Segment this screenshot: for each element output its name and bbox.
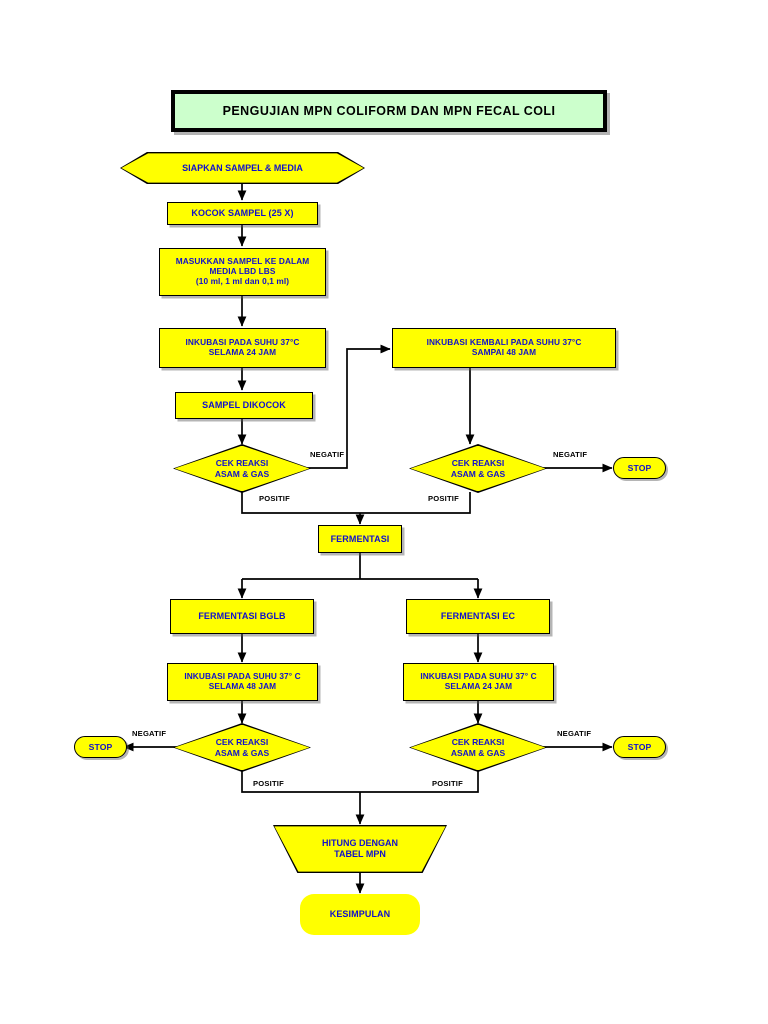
node-masukkan-sampel-media[interactable]: MASUKKAN SAMPEL KE DALAM MEDIA LBD LBS (…: [159, 248, 326, 296]
node-label: FERMENTASI EC: [440, 611, 516, 622]
node-inkubasi-24-jam[interactable]: INKUBASI PADA SUHU 37°C SELAMA 24 JAM: [159, 328, 326, 368]
node-label-line2: ASAM & GAS: [214, 468, 270, 479]
node-face: CEK REAKSI ASAM & GAS: [410, 724, 546, 771]
diagram-title-text: PENGUJIAN MPN COLIFORM DAN MPN FECAL COL…: [222, 104, 556, 118]
node-kocok-sampel[interactable]: KOCOK SAMPEL (25 X): [167, 202, 318, 225]
node-hitung-tabel-mpn[interactable]: HITUNG DENGAN TABEL MPN: [273, 825, 447, 873]
node-label: SAMPEL DIKOCOK: [202, 400, 286, 411]
node-label: KOCOK SAMPEL (25 X): [191, 208, 294, 219]
node-fermentasi[interactable]: FERMENTASI: [318, 525, 402, 553]
node-face: CEK REAKSI ASAM & GAS: [174, 445, 310, 492]
node-label-line2: TABEL MPN: [334, 849, 386, 859]
node-label: FERMENTASI BGLB: [198, 611, 286, 622]
node-label-line2: ASAM & GAS: [450, 747, 506, 758]
node-fermentasi-ec[interactable]: FERMENTASI EC: [406, 599, 550, 634]
node-label-line2: ASAM & GAS: [214, 747, 270, 758]
edge-label-check3-negatif: NEGATIF: [132, 729, 167, 738]
node-face: CEK REAKSI ASAM & GAS: [410, 445, 546, 492]
node-face: CEK REAKSI ASAM & GAS: [174, 724, 310, 771]
node-label-line1: CEK REAKSI: [215, 458, 269, 469]
node-label-line1: INKUBASI KEMBALI PADA SUHU 37°C: [426, 337, 582, 348]
node-label: CEK REAKSI ASAM & GAS: [451, 737, 505, 757]
node-face: HITUNG DENGAN TABEL MPN: [274, 826, 446, 872]
node-label: SIAPKAN SAMPEL & MEDIA: [182, 163, 303, 173]
node-label-line1: CEK REAKSI: [451, 737, 505, 748]
node-cek-reaksi-3[interactable]: CEK REAKSI ASAM & GAS: [173, 723, 311, 772]
node-label: HITUNG DENGAN TABEL MPN: [322, 838, 398, 860]
node-label-line1: MASUKKAN SAMPEL KE DALAM: [175, 256, 310, 267]
node-fermentasi-bglb[interactable]: FERMENTASI BGLB: [170, 599, 314, 634]
node-label-line2: SELAMA 24 JAM: [208, 347, 277, 357]
node-label-line1: INKUBASI PADA SUHU 37° C: [184, 671, 301, 682]
node-stop-3[interactable]: STOP: [613, 736, 666, 758]
node-label-line2: SELAMA 24 JAM: [444, 681, 513, 691]
node-label: KESIMPULAN: [329, 909, 391, 920]
node-label-line3: (10 ml, 1 ml dan 0,1 ml): [195, 275, 290, 286]
edge-label-check4-negatif: NEGATIF: [557, 729, 592, 738]
node-label: CEK REAKSI ASAM & GAS: [451, 458, 505, 478]
edge-label-check3-positif: POSITIF: [253, 779, 284, 788]
node-sampel-dikocok[interactable]: SAMPEL DIKOCOK: [175, 392, 313, 419]
node-cek-reaksi-1[interactable]: CEK REAKSI ASAM & GAS: [173, 444, 311, 493]
node-inkubasi-ec-24-jam[interactable]: INKUBASI PADA SUHU 37° C SELAMA 24 JAM: [403, 663, 554, 701]
node-label-line2: MEDIA LBD LBS: [209, 266, 276, 277]
node-label-line1: CEK REAKSI: [215, 737, 269, 748]
node-label-line1: HITUNG DENGAN: [322, 838, 398, 849]
node-stop-2[interactable]: STOP: [74, 736, 127, 758]
node-cek-reaksi-4[interactable]: CEK REAKSI ASAM & GAS: [409, 723, 547, 772]
node-label-line2: SELAMA 48 JAM: [208, 681, 277, 691]
node-label: STOP: [627, 741, 652, 752]
node-kesimpulan[interactable]: KESIMPULAN: [300, 894, 420, 935]
edge-label-check1-negatif: NEGATIF: [310, 450, 345, 459]
node-inkubasi-kembali-48-jam[interactable]: INKUBASI KEMBALI PADA SUHU 37°C SAMPAI 4…: [392, 328, 616, 368]
node-label: STOP: [627, 462, 652, 473]
node-siapkan-sampel-media[interactable]: SIAPKAN SAMPEL & MEDIA: [120, 152, 365, 184]
node-label: FERMENTASI: [330, 533, 390, 544]
node-label-line1: INKUBASI PADA SUHU 37°C: [185, 337, 300, 348]
node-label: CEK REAKSI ASAM & GAS: [215, 458, 269, 478]
node-label: CEK REAKSI ASAM & GAS: [215, 737, 269, 757]
node-cek-reaksi-2[interactable]: CEK REAKSI ASAM & GAS: [409, 444, 547, 493]
node-label-line1: CEK REAKSI: [451, 458, 505, 469]
edge-label-check2-positif: POSITIF: [428, 494, 459, 503]
node-stop-1[interactable]: STOP: [613, 457, 666, 479]
node-face: SIAPKAN SAMPEL & MEDIA: [121, 153, 364, 183]
edge-label-check4-positif: POSITIF: [432, 779, 463, 788]
node-inkubasi-bglb-48-jam[interactable]: INKUBASI PADA SUHU 37° C SELAMA 48 JAM: [167, 663, 318, 701]
node-label-line1: INKUBASI PADA SUHU 37° C: [420, 671, 537, 682]
edge-label-check1-positif: POSITIF: [259, 494, 290, 503]
diagram-title: PENGUJIAN MPN COLIFORM DAN MPN FECAL COL…: [171, 90, 607, 132]
node-label-line2: ASAM & GAS: [450, 468, 506, 479]
edge-label-check2-negatif: NEGATIF: [553, 450, 588, 459]
node-label: STOP: [88, 741, 113, 752]
node-label-line2: SAMPAI 48 JAM: [471, 347, 537, 357]
